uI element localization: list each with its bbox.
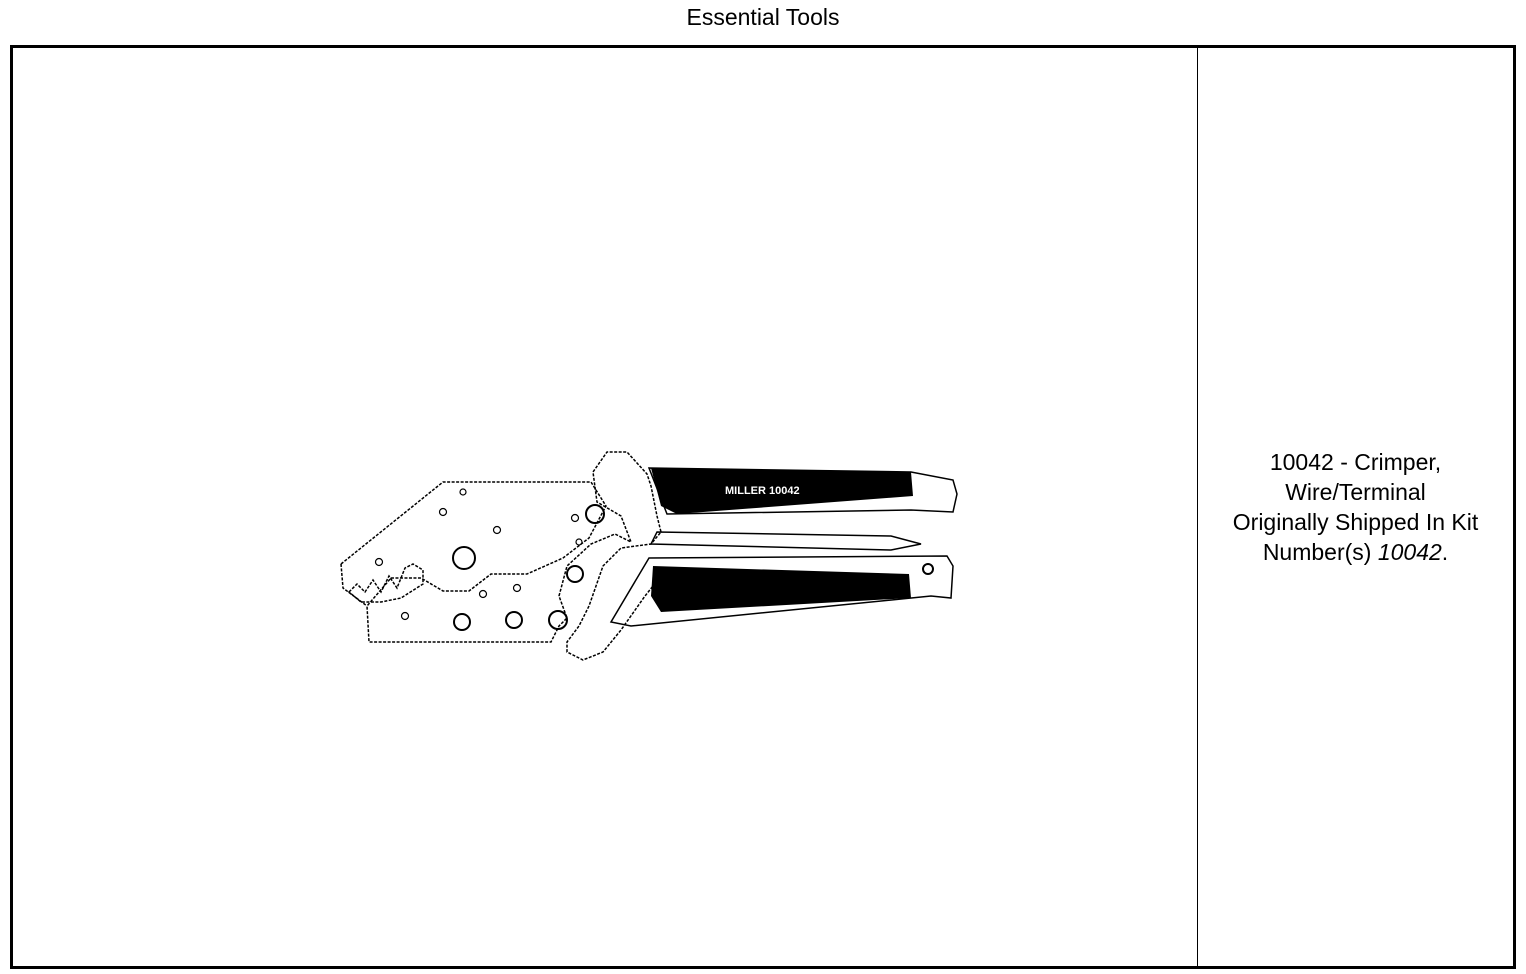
kit-line: Originally Shipped In Kit Number(s) 1004… [1206,507,1506,567]
tool-info-cell: 10042 - Crimper, Wire/Terminal Originall… [1198,48,1513,966]
tool-description: 10042 - Crimper, Wire/Terminal [1269,449,1442,505]
kit-line-prefix: Originally Shipped In Kit Number(s) [1232,509,1479,565]
crimper-tool-illustration: MILLER 10042 [340,451,958,661]
kit-number: 10042 [1377,539,1442,565]
tool-table: MILLER 10042 10042 - Crimper, Wire/Termi… [10,45,1516,969]
handle-marking: MILLER 10042 [725,485,800,497]
tool-image-cell: MILLER 10042 [13,48,1198,966]
page-title: Essential Tools [686,4,840,30]
kit-line-suffix: . [1441,539,1449,565]
tool-caption: 10042 - Crimper, Wire/Terminal Originall… [1206,447,1506,567]
